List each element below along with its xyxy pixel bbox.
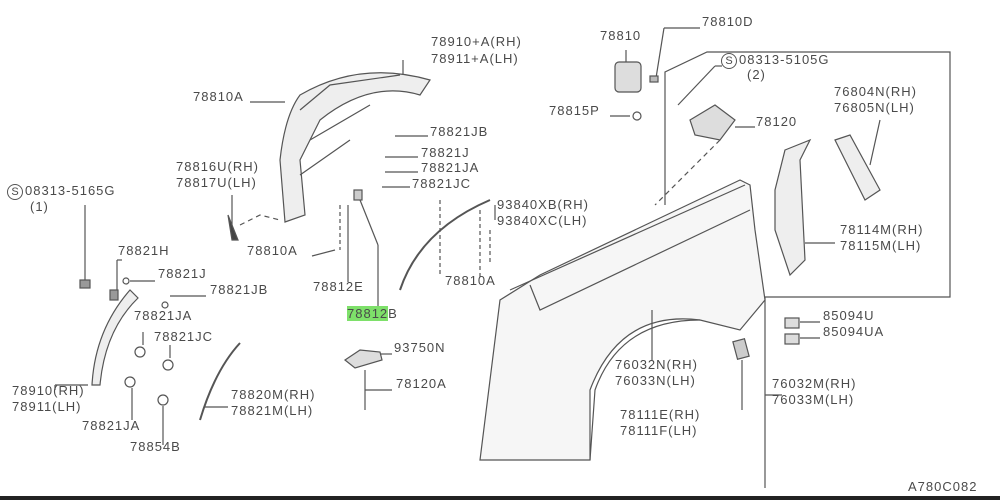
part-label: 78821JB — [210, 282, 269, 297]
part-label: 78114M(RH) — [840, 222, 924, 237]
part-label: 78120 — [756, 114, 798, 129]
highlighted-part-label[interactable]: 78812B — [347, 306, 398, 321]
part-label: 78821JA — [421, 160, 480, 175]
part-label: 93750N — [394, 340, 446, 355]
part-label: 78810 — [600, 28, 642, 43]
diagram-code: A780C082 — [908, 479, 978, 494]
part-label: 78816U(RH) — [176, 159, 259, 174]
group-bracket-upper — [664, 51, 951, 298]
part-label: 78821J — [158, 266, 207, 281]
part-label: 78821JA — [134, 308, 193, 323]
part-label: 78821JC — [412, 176, 472, 191]
part-label: 78812E — [313, 279, 364, 294]
part-number: 08313-5165G — [25, 183, 116, 198]
part-label: 78810A — [247, 243, 298, 258]
fender-liner — [279, 72, 431, 223]
standard-part-icon: S — [721, 53, 737, 69]
part-label: 78810A — [193, 89, 244, 104]
part-quantity: (2) — [747, 67, 766, 82]
part-label: 78111F(LH) — [620, 423, 698, 438]
part-label: 85094UA — [823, 324, 885, 339]
part-label: 78911(LH) — [12, 399, 82, 414]
part-label: 78815P — [549, 103, 600, 118]
part-label: 78910+A(RH) — [431, 34, 522, 49]
part-label: 76805N(LH) — [834, 100, 915, 115]
part-label: 78911+A(LH) — [431, 51, 519, 66]
part-label: 76804N(RH) — [834, 84, 917, 99]
part-label: 78821JC — [154, 329, 214, 344]
part-number: 08313-5105G — [739, 52, 830, 67]
label-suffix: B — [388, 306, 398, 321]
part-label: 78821J — [421, 145, 470, 160]
part-label: 85094U — [823, 308, 875, 323]
part-label: 93840XB(RH) — [497, 197, 589, 212]
part-label: 78821JB — [430, 124, 489, 139]
bottom-border — [0, 496, 1000, 500]
part-label: 78820M(RH) — [231, 387, 316, 402]
part-label: 78810A — [445, 273, 496, 288]
standard-part-icon: S — [7, 184, 23, 200]
part-label: 76032N(RH) — [615, 357, 698, 372]
part-label: 78821H — [118, 243, 170, 258]
part-label: 78111E(RH) — [620, 407, 701, 422]
part-label: 78854B — [130, 439, 181, 454]
part-quantity: (1) — [30, 199, 49, 214]
part-label: 76033M(LH) — [772, 392, 855, 407]
part-label: 76033N(LH) — [615, 373, 696, 388]
highlight: 78812 — [347, 306, 389, 321]
quarter-panel — [479, 179, 766, 461]
part-label: 78821M(LH) — [231, 403, 314, 418]
part-label: 76032M(RH) — [772, 376, 857, 391]
part-label: 78821JA — [82, 418, 141, 433]
part-label: 78115M(LH) — [840, 238, 922, 253]
part-label: 78910(RH) — [12, 383, 85, 398]
part-label: 78120A — [396, 376, 447, 391]
part-label: 78817U(LH) — [176, 175, 257, 190]
part-label: 93840XC(LH) — [497, 213, 588, 228]
part-label: 78810D — [702, 14, 754, 29]
